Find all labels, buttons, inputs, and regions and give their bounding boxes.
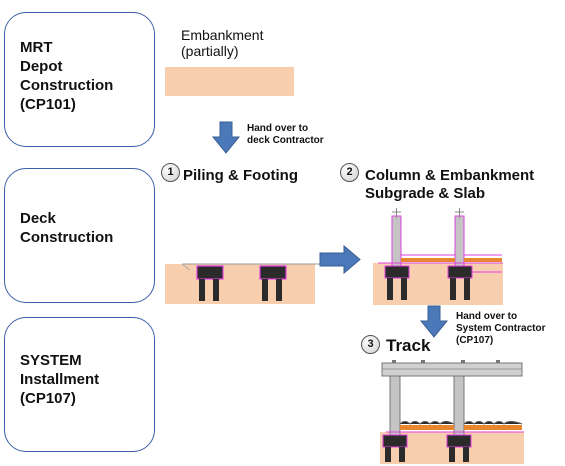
- stage-system-line1: SYSTEM: [20, 352, 82, 369]
- step-2-title-line1: Column & Embankment: [365, 167, 535, 184]
- column-slab-figure: [373, 208, 503, 305]
- down-arrow-icon: [211, 121, 241, 154]
- piling-footing-figure: [165, 263, 320, 304]
- stage-box-system: SYSTEM Installment (CP107): [4, 317, 155, 452]
- embankment-label: Embankment (partially): [181, 27, 263, 59]
- step-2-title: Column & Embankment Subgrade & Slab: [365, 167, 534, 203]
- stage-depot-line3: Construction: [20, 77, 114, 94]
- down-arrow-icon: [419, 305, 449, 338]
- step-1-title: Piling & Footing: [183, 167, 298, 184]
- right-arrow-icon: [319, 244, 361, 275]
- handover-system-line1: Hand over to: [456, 311, 518, 322]
- handover-system-label: Hand over to System Contractor (CP107): [456, 311, 545, 347]
- stage-depot-line2: Depot: [20, 58, 63, 75]
- handover-system-line3: (CP107): [456, 335, 494, 346]
- embankment-line1: Embankment: [181, 27, 264, 43]
- handover-system-line2: System Contractor: [456, 323, 546, 334]
- step-2-title-line2: Subgrade & Slab: [365, 185, 486, 202]
- stage-depot-line1: MRT: [20, 39, 53, 56]
- embankment-block: [165, 67, 294, 96]
- step-3-title: Track: [386, 336, 431, 355]
- stage-deck-line1: Deck: [20, 210, 56, 227]
- step-1-badge: 1: [161, 163, 180, 182]
- stage-system-line2: Installment: [20, 371, 100, 388]
- stage-system-line3: (CP107): [20, 390, 76, 407]
- handover-deck-line2: deck Contractor: [247, 135, 324, 146]
- step-2-badge: 2: [340, 163, 359, 182]
- handover-deck-line1: Hand over to: [247, 123, 309, 134]
- stage-deck-line2: Construction: [20, 229, 114, 246]
- step-3-badge: 3: [361, 335, 380, 354]
- track-figure: [380, 360, 524, 464]
- stage-label-system: SYSTEM Installment (CP107): [20, 351, 99, 408]
- handover-deck-label: Hand over to deck Contractor: [247, 123, 324, 147]
- stage-depot-line4: (CP101): [20, 96, 76, 113]
- embankment-line2: (partially): [181, 43, 239, 59]
